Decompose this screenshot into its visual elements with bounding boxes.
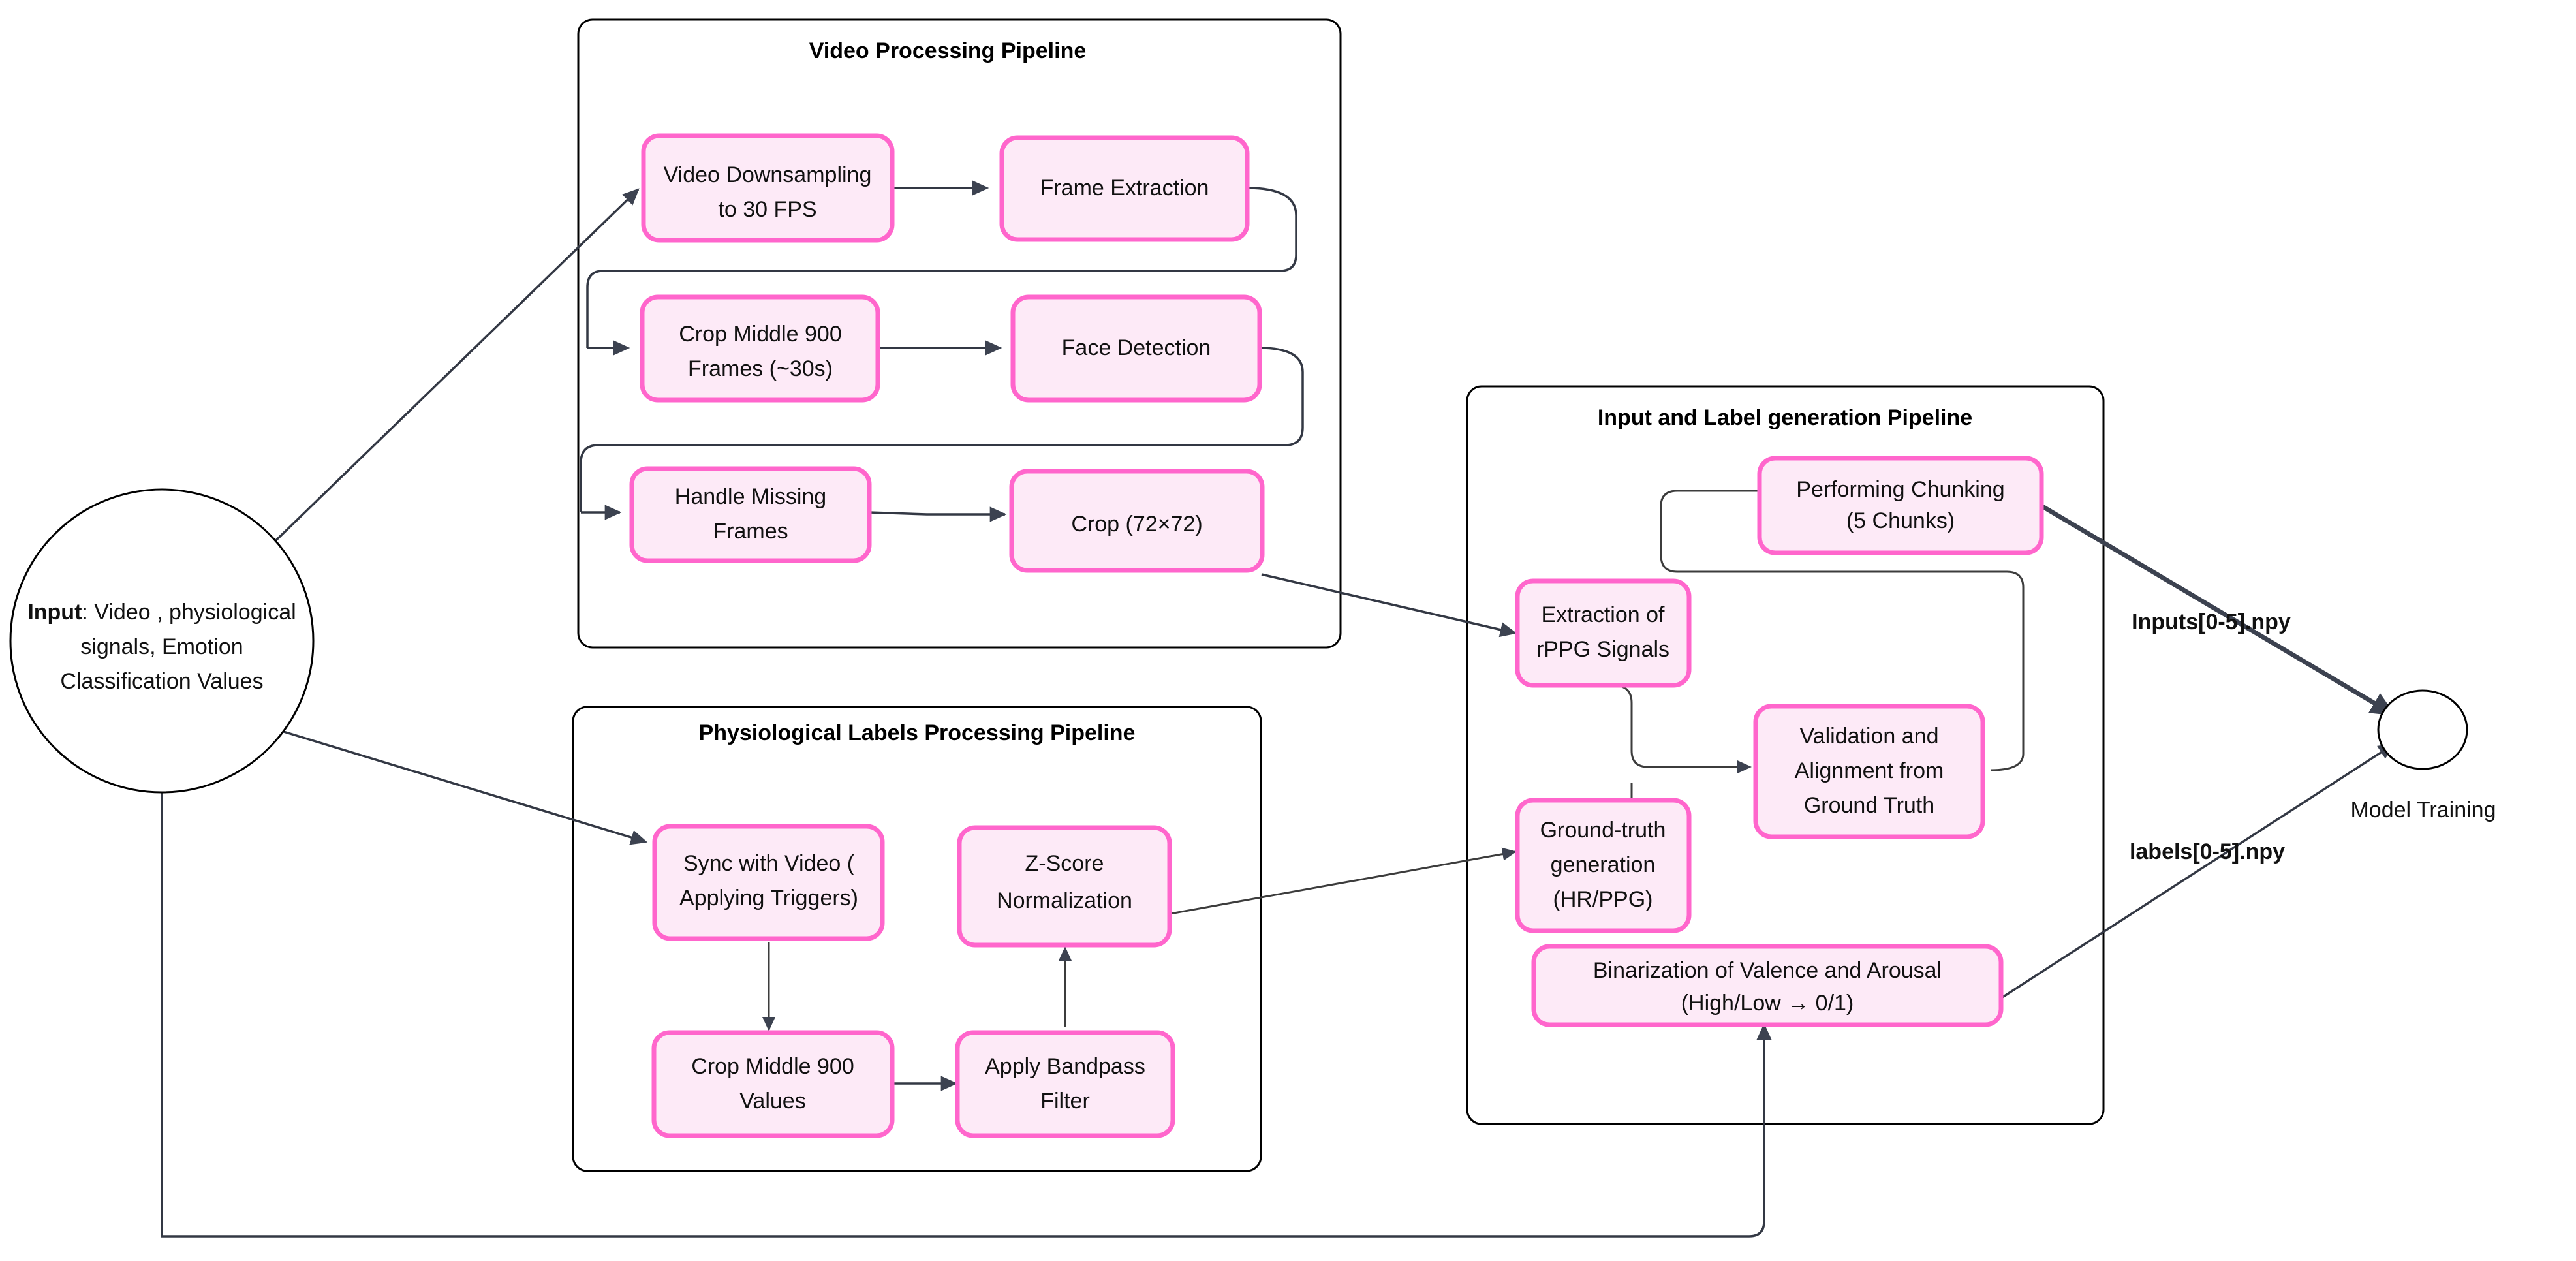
performing-chunking-line-1: Performing Chunking <box>1796 477 2004 502</box>
bandpass-filter-line-2: Filter <box>1040 1089 1090 1113</box>
bandpass-filter-line-1: Apply Bandpass <box>985 1054 1145 1079</box>
node-z-score-normalization[interactable]: Z-Score Normalization <box>957 825 1172 948</box>
validation-alignment-line-2: Alignment from <box>1795 758 1944 783</box>
ground-truth-line-1: Ground-truth <box>1540 818 1666 843</box>
node-ground-truth-generation[interactable]: Ground-truth generation (HR/PPG) <box>1515 798 1692 933</box>
node-apply-bandpass-filter[interactable]: Apply Bandpass Filter <box>955 1030 1175 1138</box>
extraction-rppg-box[interactable] <box>1515 578 1692 688</box>
z-score-line-2: Normalization <box>997 888 1132 913</box>
crop-middle-values-line-1: Crop Middle 900 <box>691 1054 854 1079</box>
crop-middle-frames-box[interactable] <box>640 294 880 403</box>
crop-middle-values-box[interactable] <box>651 1030 895 1138</box>
sync-with-video-line-2: Applying Triggers) <box>679 886 858 911</box>
node-handle-missing-frames[interactable]: Handle Missing Frames <box>629 466 872 563</box>
face-detection-label: Face Detection <box>1062 335 1211 360</box>
cluster-physio-title: Physiological Labels Processing Pipeline <box>699 721 1136 745</box>
validation-alignment-line-3: Ground Truth <box>1804 793 1934 818</box>
node-input[interactable]: Input: Video , physiological signals, Em… <box>9 488 315 794</box>
node-performing-chunking[interactable]: Performing Chunking (5 Chunks) <box>1757 456 2044 555</box>
handle-missing-frames-box[interactable] <box>629 466 872 563</box>
edge-face-detection-loop <box>580 347 1304 512</box>
z-score-box[interactable] <box>957 825 1172 948</box>
node-crop-72x72[interactable]: Crop (72×72) <box>1009 469 1265 573</box>
edge-label-inputs-npy: Inputs[0-5].npy <box>2132 610 2291 634</box>
edge-zscore-to-ground-truth <box>1170 847 1517 915</box>
extraction-rppg-line-1: Extraction of <box>1542 602 1666 627</box>
video-downsampling-box[interactable] <box>641 133 895 243</box>
node-crop-middle-900-values[interactable]: Crop Middle 900 Values <box>651 1030 895 1138</box>
performing-chunking-line-2: (5 Chunks) <box>1846 508 1955 533</box>
crop-middle-frames-line-1: Crop Middle 900 <box>679 322 841 347</box>
edge-input-to-binarization <box>161 741 1772 1238</box>
sync-with-video-box[interactable] <box>652 824 885 941</box>
frame-extraction-box[interactable] <box>999 135 1250 242</box>
face-detection-box[interactable] <box>1010 294 1262 403</box>
node-binarization[interactable]: Binarization of Valence and Arousal (Hig… <box>1531 944 2004 1027</box>
edge-chunking-to-model-training <box>2040 503 2397 717</box>
crop-middle-frames-line-2: Frames (~30s) <box>688 356 833 381</box>
extraction-rppg-line-2: rPPG Signals <box>1536 637 1669 662</box>
model-training-circle[interactable] <box>2377 689 2468 770</box>
node-crop-middle-900-frames[interactable]: Crop Middle 900 Frames (~30s) <box>640 294 880 403</box>
handle-missing-frames-line-2: Frames <box>713 519 788 544</box>
video-downsampling-line-1: Video Downsampling <box>664 163 872 187</box>
crop-72x72-label: Crop (72×72) <box>1071 512 1202 537</box>
crop-72x72-box[interactable] <box>1009 469 1265 573</box>
ground-truth-box[interactable] <box>1515 798 1692 933</box>
binarization-line-1: Binarization of Valence and Arousal <box>1593 958 1942 983</box>
frame-extraction-label: Frame Extraction <box>1040 176 1209 200</box>
input-line-3: Classification Values <box>60 669 263 694</box>
node-extraction-rppg-signals[interactable]: Extraction of rPPG Signals <box>1515 578 1692 688</box>
bandpass-filter-box[interactable] <box>955 1030 1175 1138</box>
input-line-1: Input: Video , physiological <box>27 600 296 625</box>
edge-handle-missing-to-crop72 <box>869 506 1007 522</box>
validation-alignment-box[interactable] <box>1753 704 1985 839</box>
z-score-line-1: Z-Score <box>1025 851 1104 876</box>
sync-with-video-line-1: Sync with Video ( <box>683 851 855 876</box>
edge-binarization-to-model-training <box>2000 743 2395 1000</box>
cluster-video-title: Video Processing Pipeline <box>809 39 1087 63</box>
input-line-2: signals, Emotion <box>80 634 243 659</box>
node-frame-extraction[interactable]: Frame Extraction <box>999 135 1250 242</box>
edge-validation-to-chunking-route <box>1660 490 2025 771</box>
edge-crop72-to-extraction-rppg <box>1261 573 1517 638</box>
node-video-downsampling[interactable]: Video Downsampling to 30 FPS <box>641 133 895 243</box>
edge-input-to-video-downsampling <box>260 188 640 556</box>
ground-truth-line-3: (HR/PPG) <box>1553 887 1653 912</box>
crop-middle-values-line-2: Values <box>739 1089 805 1113</box>
input-circle[interactable] <box>9 488 315 794</box>
ground-truth-line-2: generation <box>1551 852 1656 877</box>
binarization-line-2: (High/Low → 0/1) <box>1681 991 1854 1016</box>
edge-input-to-sync-with-video <box>264 724 648 845</box>
edge-label-labels-npy: labels[0-5].npy <box>2130 839 2285 864</box>
handle-missing-frames-line-1: Handle Missing <box>675 484 826 509</box>
node-validation-alignment[interactable]: Validation and Alignment from Ground Tru… <box>1753 704 1985 839</box>
node-model-training[interactable]: Model Training <box>2350 689 2496 822</box>
binarization-box[interactable] <box>1531 944 2004 1027</box>
edge-frame-extraction-loop <box>586 187 1297 348</box>
model-training-label: Model Training <box>2350 798 2496 822</box>
node-face-detection[interactable]: Face Detection <box>1010 294 1262 403</box>
validation-alignment-line-1: Validation and <box>1800 724 1939 749</box>
cluster-gen-title: Input and Label generation Pipeline <box>1598 405 1972 430</box>
video-downsampling-line-2: to 30 FPS <box>718 197 816 222</box>
node-sync-with-video[interactable]: Sync with Video ( Applying Triggers) <box>652 824 885 941</box>
performing-chunking-box[interactable] <box>1757 456 2044 555</box>
